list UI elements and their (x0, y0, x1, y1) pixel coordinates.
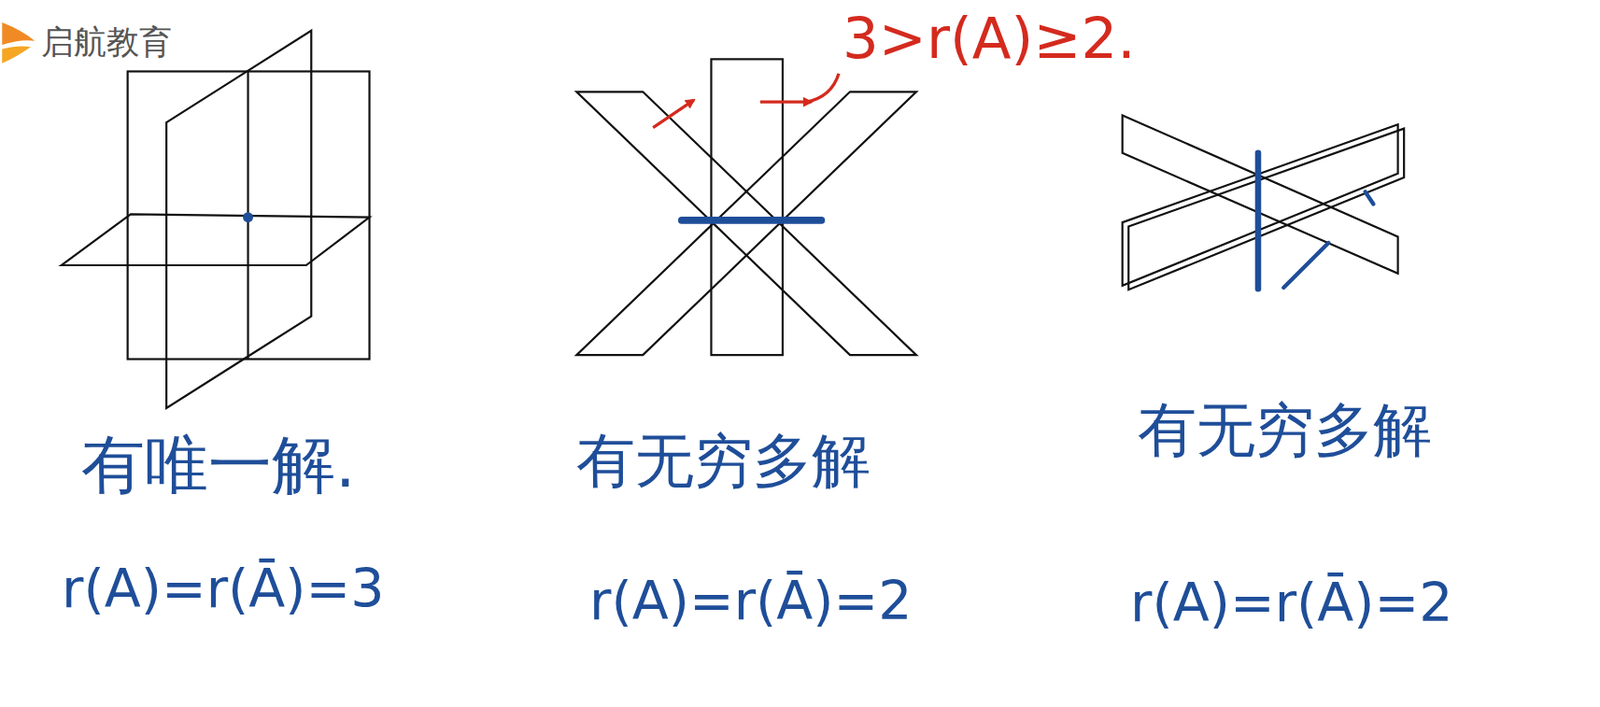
watermark-logo: 启航教育 (41, 24, 172, 61)
blue-mark (1283, 242, 1329, 288)
red-stroke (806, 73, 839, 103)
rank-formula: r(A)=r(Ā)=3 (61, 559, 385, 619)
solution-note: 有唯一解. (81, 430, 356, 501)
red-arrow (760, 100, 812, 104)
solution-note: 有无穷多解 (1137, 397, 1432, 463)
logo-icon (1, 22, 35, 64)
red-arrow (652, 99, 694, 128)
blue-mark (1365, 191, 1374, 204)
solution-note: 有无穷多解 (576, 428, 871, 494)
planes-line (576, 58, 917, 355)
intersection-line (681, 216, 822, 225)
intersection-line (1255, 153, 1262, 289)
planes-pencil (1122, 114, 1404, 290)
rank-formula: r(A)=r(Ā)=2 (1130, 573, 1454, 633)
rank-formula: r(A)=r(Ā)=2 (589, 571, 913, 631)
rank-inequality: 3>r(A)≥2. (842, 6, 1136, 70)
planes-unique (61, 30, 370, 409)
intersection-point (242, 212, 254, 223)
